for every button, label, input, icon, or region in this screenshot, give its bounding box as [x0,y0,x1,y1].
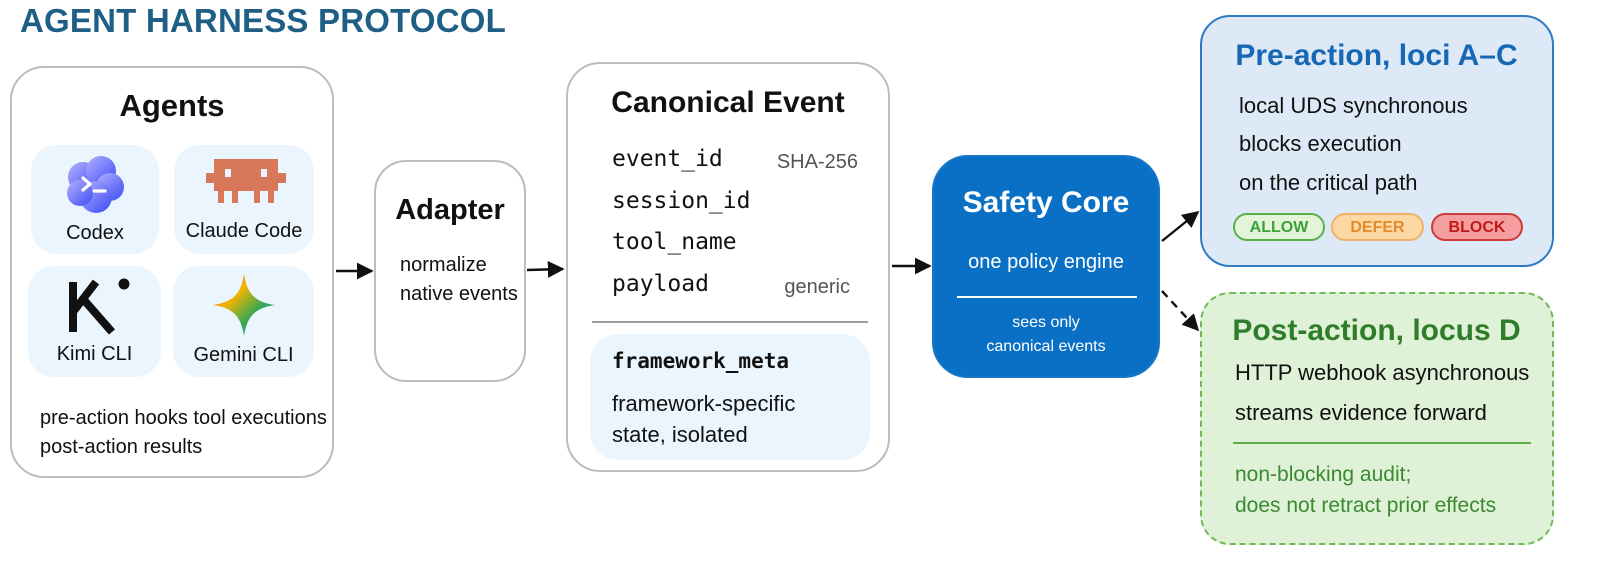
safety-core-note: sees only canonical events [934,311,1158,359]
decision-block-badge: BLOCK [1431,213,1523,241]
pre-action-line-3: on the critical path [1239,170,1418,195]
field-payload: payload [612,271,709,297]
framework-meta-title: framework_meta [612,349,790,373]
post-action-panel: Post-action, locus D HTTP webhook asynch… [1200,292,1554,545]
decision-defer-badge: DEFER [1331,213,1424,241]
agent-label-kimi-cli: Kimi CLI [56,343,133,365]
arrow-core-to-post-action [1161,290,1200,332]
pre-action-heading: Pre-action, loci A–C [1235,39,1518,72]
page-title: AGENT HARNESS PROTOCOL [20,2,506,39]
arrow-core-to-pre-action [1161,210,1200,242]
post-action-line-1: HTTP webhook asynchronous [1235,360,1530,385]
canonical-divider [592,321,868,323]
kimi-k-icon [69,278,130,335]
safety-core-panel: Safety Core one policy engine sees only … [932,155,1160,378]
field-tag-payload: generic [784,276,850,298]
arrow-adapter-to-canonical [526,261,565,278]
claude-code-pixel-icon [206,159,286,203]
agents-note: pre-action hooks tool executions post-ac… [40,407,327,458]
post-action-line-2: streams evidence forward [1235,400,1487,425]
agent-label-claude-code: Claude Code [185,220,303,242]
safety-core-heading: Safety Core [962,186,1130,219]
safety-core-divider [957,296,1137,298]
framework-meta-box: framework_meta framework-specific state,… [590,334,870,460]
adapter-panel: Adapter [374,160,526,382]
canonical-event-heading: Canonical Event [611,86,845,119]
post-action-note-line-2: does not retract prior effects [1235,494,1497,517]
adapter-note: normalize native events [400,251,518,309]
framework-meta-desc: framework-specific state, isolated [612,388,795,450]
post-action-note: non-blocking audit; does not retract pri… [1235,459,1496,521]
codex-cloud-terminal-icon [67,156,124,213]
field-tool-name: tool_name [612,229,737,255]
post-action-heading: Post-action, locus D [1232,314,1521,347]
adapter-heading: Adapter [395,194,505,226]
agent-tile-kimi-cli: Kimi CLI [28,266,161,377]
agent-tile-gemini-cli: Gemini CLI [173,266,314,377]
agent-tile-claude-code: Claude Code [174,145,314,254]
agent-label-gemini-cli: Gemini CLI [193,344,294,366]
safety-core-subtitle: one policy engine [968,251,1124,273]
framework-meta-line-2: state, isolated [612,422,748,447]
gemini-sparkle-icon [213,274,275,336]
pre-action-line-1: local UDS synchronous [1239,93,1468,118]
safety-core-note-line-1: sees only [1012,314,1080,331]
post-action-note-line-1: non-blocking audit; [1235,463,1412,486]
field-event-id: event_id [612,146,723,172]
decision-allow-badge: ALLOW [1233,213,1325,241]
field-tag-event-id: SHA-256 [776,151,858,173]
adapter-note-line-2: native events [400,283,518,305]
safety-core-note-line-2: canonical events [986,338,1106,355]
adapter-note-line-1: normalize [400,254,487,276]
agent-label-codex: Codex [66,222,124,244]
pre-action-line-2: blocks execution [1239,131,1402,156]
framework-meta-line-1: framework-specific [612,391,796,416]
agents-heading: Agents [119,88,225,123]
agent-tile-codex: Codex [31,145,159,254]
field-session-id: session_id [612,188,751,214]
post-action-divider [1233,442,1531,444]
